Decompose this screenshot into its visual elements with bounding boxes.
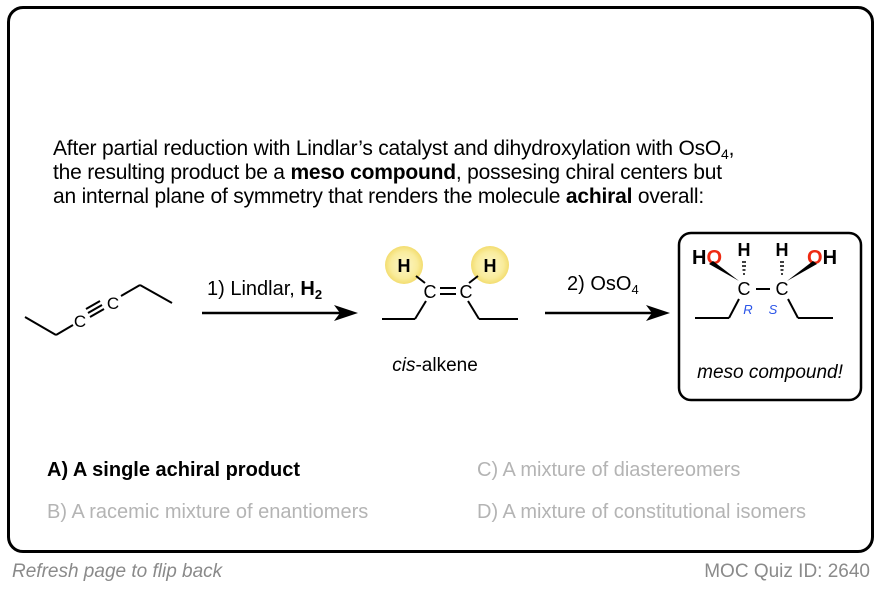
bond xyxy=(55,324,74,336)
quiz-id: MOC Quiz ID: 2640 xyxy=(704,561,870,582)
cis-alkene-caption: cis-alkene xyxy=(392,355,478,376)
cis-h-left: H xyxy=(398,256,411,276)
cis-h-right: H xyxy=(484,256,497,276)
question-line-3: an internal plane of symmetry that rende… xyxy=(53,185,704,208)
hashed-wedge-left xyxy=(742,261,746,275)
question-line-2: the resulting product be a meso compound… xyxy=(53,161,722,184)
product-h-right: H xyxy=(776,240,789,260)
flip-back-hint: Refresh page to flip back xyxy=(12,561,223,582)
question-line-1: After partial reduction with Lindlar’s c… xyxy=(53,137,735,162)
h-highlight-right xyxy=(471,246,509,284)
option-c[interactable]: C) A mixture of diastereomers xyxy=(477,459,741,481)
alkyne-carbon-2: C xyxy=(107,294,119,313)
cis-alkene-bonds xyxy=(382,275,518,320)
step2-label: 2) OsO4 xyxy=(567,273,639,297)
triple-bond xyxy=(85,300,101,310)
alkyne-carbon-1: C xyxy=(74,312,86,331)
bond xyxy=(139,284,173,304)
option-b[interactable]: B) A racemic mixture of enantiomers xyxy=(47,501,369,523)
solid-wedge-right xyxy=(787,261,817,281)
h-highlight-left xyxy=(385,246,423,284)
product-carbon-left: C xyxy=(738,279,751,299)
cis-carbon-left: C xyxy=(424,282,437,302)
term-achiral: achiral xyxy=(565,185,633,208)
product-h-left: H xyxy=(738,240,751,260)
hashed-wedge-right xyxy=(780,261,784,275)
stereo-label-r: R xyxy=(743,302,752,317)
step1-label: 1) Lindlar, H2 xyxy=(207,278,322,302)
term-meso-compound: meso compound xyxy=(290,161,456,184)
option-a[interactable]: A) A single achiral product xyxy=(47,459,300,481)
option-d[interactable]: D) A mixture of constitutional isomers xyxy=(477,501,807,523)
meso-product-box xyxy=(677,231,863,402)
meso-caption: meso compound! xyxy=(697,362,843,383)
question-text: After partial reduction with Lindlar’s c… xyxy=(53,137,833,209)
bond xyxy=(120,284,141,297)
reaction-arrow-2 xyxy=(545,305,670,321)
triple-bond xyxy=(89,308,105,318)
cis-carbon-right: C xyxy=(460,282,473,302)
stereo-label-s: S xyxy=(769,302,778,317)
triple-bond xyxy=(87,304,103,314)
product-ethyl-bonds xyxy=(695,298,833,319)
solid-wedge-left xyxy=(709,261,739,281)
starting-alkyne xyxy=(24,284,173,336)
bond xyxy=(24,316,57,336)
reaction-arrow-1 xyxy=(202,305,358,321)
product-carbon-right: C xyxy=(776,279,789,299)
